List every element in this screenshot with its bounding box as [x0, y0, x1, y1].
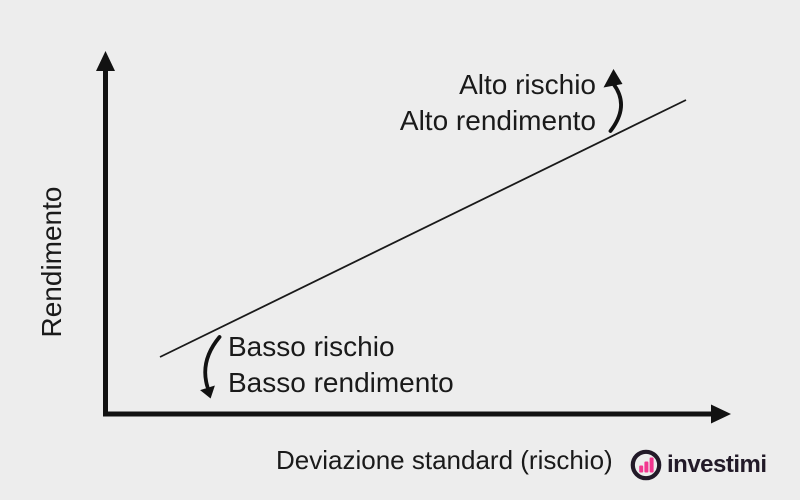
annotation-high-risk: Alto rischio Alto rendimento: [400, 67, 596, 139]
bar-chart-logo-icon: [630, 449, 662, 481]
annotation-low-line1: Basso rischio: [228, 331, 395, 362]
x-axis-label: Deviazione standard (rischio): [276, 445, 613, 475]
annotation-low-line2: Basso rendimento: [228, 367, 454, 398]
curved-arrow-up-icon: [603, 69, 623, 133]
brand-logo: investimi: [630, 449, 767, 481]
curved-arrow-down-icon: [200, 335, 222, 399]
y-axis-arrow-icon: [96, 51, 115, 71]
x-axis-arrow-icon: [711, 404, 731, 424]
x-axis: [103, 404, 731, 424]
annotation-low-risk: Basso rischio Basso rendimento: [228, 329, 454, 401]
y-axis-label: Rendimento: [36, 186, 67, 338]
annotation-high-line1: Alto rischio: [459, 69, 596, 100]
brand-name: investimi: [667, 451, 767, 478]
trend-line: [159, 99, 687, 358]
annotation-high-line2: Alto rendimento: [399, 105, 596, 136]
y-axis: [96, 51, 115, 417]
